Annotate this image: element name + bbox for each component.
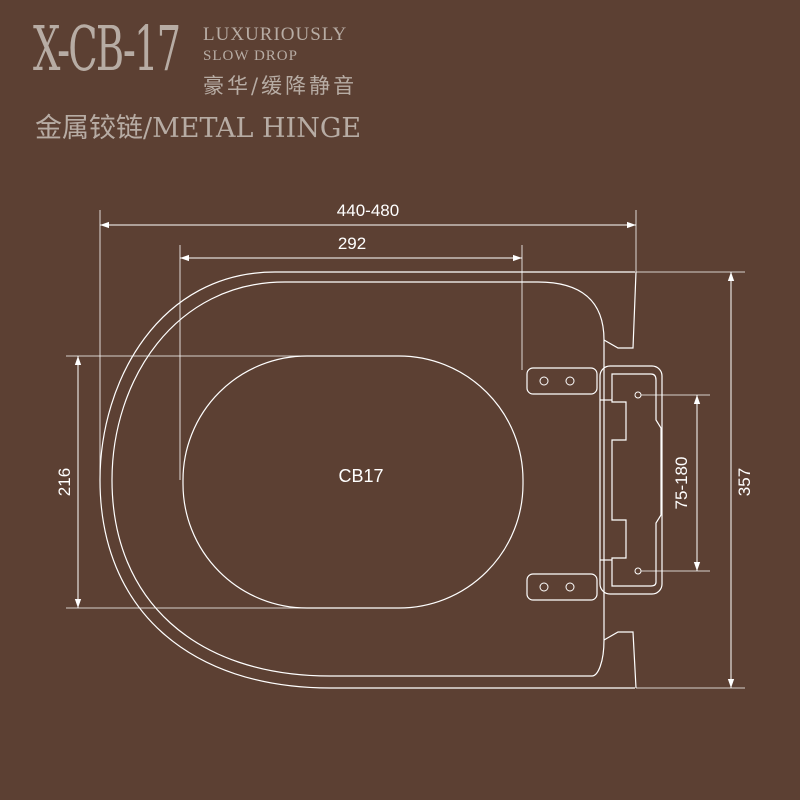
subtitle: 金属铰链/METAL HINGE xyxy=(35,113,362,144)
bolt-hole xyxy=(539,376,549,386)
hinge-plate-top xyxy=(526,367,598,395)
mount-hole xyxy=(634,567,642,575)
hinge-plate-bottom xyxy=(526,573,598,601)
dim-label-overall-width: 357 xyxy=(735,468,754,496)
bolt-hole xyxy=(565,376,575,386)
tagline-line2: SLOW DROP xyxy=(203,48,298,64)
hinge-bracket-outer xyxy=(599,365,663,595)
tagline-line1: LUXURIOUSLY xyxy=(203,24,348,45)
model-number: X-CB-17 xyxy=(33,12,181,85)
seat-lid-outline xyxy=(111,281,592,677)
mount-hole xyxy=(634,391,642,399)
dim-label-inner-width: 216 xyxy=(55,468,74,496)
header: X-CB-17 LUXURIOUSLY SLOW DROP 豪华/缓降静音 金属… xyxy=(0,0,800,150)
hinge-back-edge-bottom xyxy=(603,631,637,689)
dim-label-hinge-spacing: 75-180 xyxy=(672,457,691,510)
dim-label-inner-length: 292 xyxy=(338,234,366,253)
hinge-bracket-inner xyxy=(611,373,662,587)
bolt-hole xyxy=(565,582,575,592)
center-label: CB17 xyxy=(338,466,383,486)
tagline-cn: 豪华/缓降静音 xyxy=(203,74,358,98)
seat-outer-outline xyxy=(99,271,635,689)
seat-lid-right-edge xyxy=(537,281,605,677)
dim-label-overall-length: 440-480 xyxy=(337,201,399,220)
bolt-hole xyxy=(539,582,549,592)
hinge-back-edge xyxy=(603,271,637,349)
